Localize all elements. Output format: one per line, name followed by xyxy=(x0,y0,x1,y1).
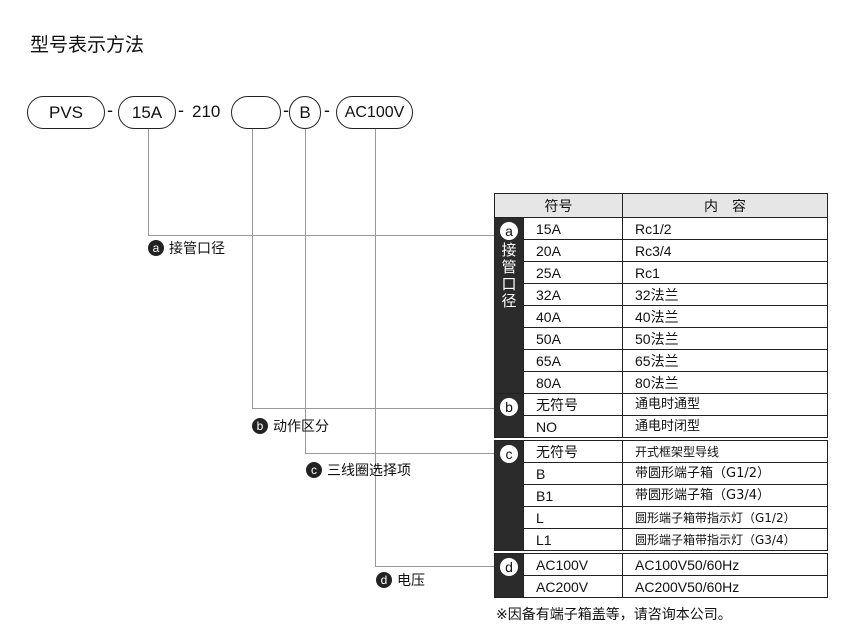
content-cell: Rc1/2 xyxy=(622,217,828,240)
content-cell: 圆形端子箱带指示灯（G3/4） xyxy=(622,528,828,551)
content-cell: 通电时通型 xyxy=(622,393,828,416)
leader-line xyxy=(252,408,495,409)
leader-line xyxy=(375,566,495,567)
header-content: 内 容 xyxy=(622,193,828,218)
content-cell: 40法兰 xyxy=(622,305,828,328)
content-cell: Rc1 xyxy=(622,261,828,284)
separator: - xyxy=(283,100,289,120)
separator: - xyxy=(178,100,184,120)
symbol-cell: 25A xyxy=(523,261,623,284)
model-part-action xyxy=(231,96,281,129)
marker-a-icon: a xyxy=(500,222,518,240)
symbol-cell: NO xyxy=(523,415,623,438)
symbol-cell: 80A xyxy=(523,371,623,394)
marker-a-icon: a xyxy=(148,240,164,256)
symbol-cell: 40A xyxy=(523,305,623,328)
symbol-cell: 无符号 xyxy=(523,393,623,416)
group-c: c xyxy=(494,440,524,551)
marker-b-icon: b xyxy=(500,398,518,416)
marker-d-icon: d xyxy=(500,558,518,576)
leader-line xyxy=(305,453,495,454)
content-cell: AC200V50/60Hz xyxy=(622,575,828,598)
symbol-cell: 65A xyxy=(523,349,623,372)
symbol-cell: 无符号 xyxy=(523,440,623,463)
symbol-cell: 50A xyxy=(523,327,623,350)
label-c: c 三线圈选择项 xyxy=(306,460,411,480)
marker-b-icon: b xyxy=(252,418,268,434)
symbol-cell: L xyxy=(523,506,623,529)
model-part-voltage: AC100V xyxy=(336,96,413,129)
page-title: 型号表示方法 xyxy=(30,34,145,56)
group-d: d xyxy=(494,553,524,598)
symbol-cell: AC100V xyxy=(523,553,623,576)
label-text: 三线圈选择项 xyxy=(327,463,411,479)
symbol-cell: B1 xyxy=(523,484,623,507)
content-cell: Rc3/4 xyxy=(622,239,828,262)
model-part-series: PVS xyxy=(27,96,105,129)
group-b: b xyxy=(494,393,524,438)
label-a: a 接管口径 xyxy=(148,238,225,258)
footnote: ※因备有端子箱盖等，请咨询本公司。 xyxy=(496,607,732,623)
symbol-cell: AC200V xyxy=(523,575,623,598)
content-cell: 开式框架型导线 xyxy=(622,440,828,463)
leader-line xyxy=(148,129,149,235)
content-cell: 32法兰 xyxy=(622,283,828,306)
table-row: c 无符号开式框架型导线 xyxy=(494,440,828,551)
content-cell: 带圆形端子箱（G3/4） xyxy=(622,484,828,507)
symbol-cell: B xyxy=(523,462,623,485)
model-part-option: B xyxy=(289,96,321,129)
symbol-cell: 15A xyxy=(523,217,623,240)
leader-line xyxy=(148,235,495,236)
leader-line xyxy=(305,129,306,453)
model-part-size: 15A xyxy=(118,96,176,129)
marker-c-icon: c xyxy=(306,462,322,478)
label-b: b 动作区分 xyxy=(252,416,329,436)
symbol-cell: L1 xyxy=(523,528,623,551)
label-text: 动作区分 xyxy=(273,419,329,435)
separator: - xyxy=(107,100,113,120)
content-cell: 通电时闭型 xyxy=(622,415,828,438)
symbol-cell: 32A xyxy=(523,283,623,306)
table-row: b 无符号通电时通型 xyxy=(494,393,828,438)
content-cell: 圆形端子箱带指示灯（G1/2） xyxy=(622,506,828,529)
separator: - xyxy=(324,100,330,120)
model-fixed-code: 210 xyxy=(192,102,221,121)
symbol-cell: 20A xyxy=(523,239,623,262)
header-symbol: 符号 xyxy=(494,193,623,218)
leader-line xyxy=(252,129,253,408)
content-cell: AC100V50/60Hz xyxy=(622,553,828,576)
group-side-label: 接管口径 xyxy=(501,241,517,310)
leader-line xyxy=(375,129,376,566)
label-text: 电压 xyxy=(397,573,425,589)
content-cell: 65法兰 xyxy=(622,349,828,372)
label-d: d 电压 xyxy=(376,570,425,590)
content-cell: 50法兰 xyxy=(622,327,828,350)
marker-d-icon: d xyxy=(376,572,392,588)
content-cell: 带圆形端子箱（G1/2） xyxy=(622,462,828,485)
content-cell: 80法兰 xyxy=(622,371,828,394)
label-text: 接管口径 xyxy=(169,241,225,257)
marker-c-icon: c xyxy=(500,445,518,463)
